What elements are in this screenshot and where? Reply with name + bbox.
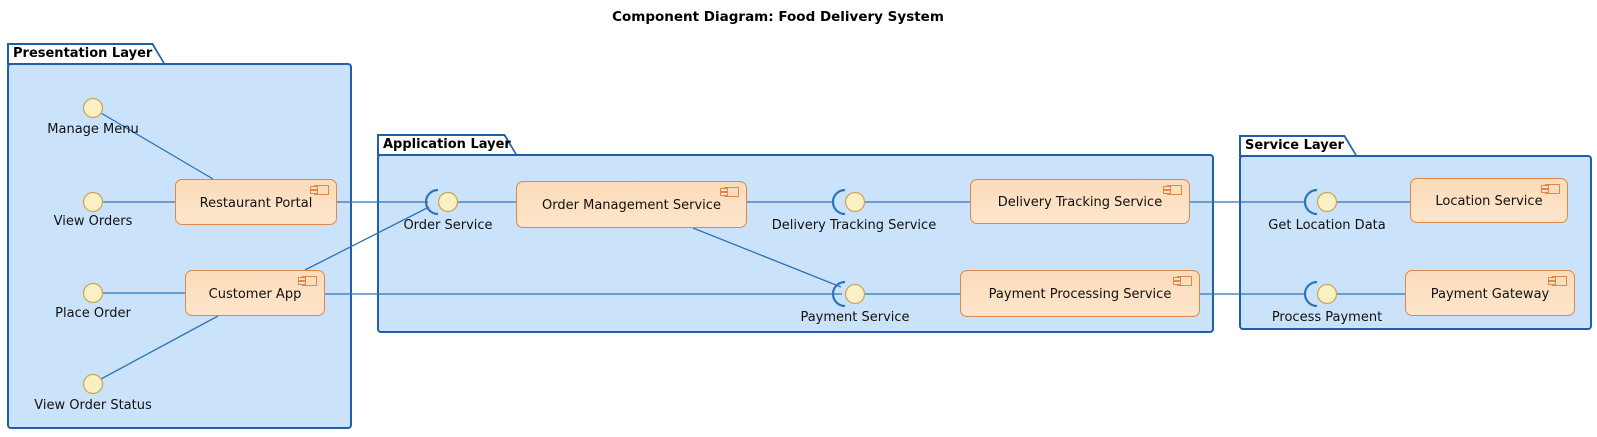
component-icon (310, 185, 329, 195)
connector-customer-app-to-order-service (304, 206, 430, 271)
component-label: Restaurant Portal (199, 195, 313, 211)
place-order-ball-icon (82, 282, 104, 304)
component-icon (1541, 184, 1560, 194)
interface-label-view-orders: View Orders (53, 214, 133, 229)
package-presentation-body (7, 63, 352, 429)
package-tab-shape (377, 134, 518, 156)
component-delivery-tracking-service: Delivery Tracking Service (970, 179, 1190, 224)
get-location-data-socket-icon (1303, 188, 1318, 216)
manage-menu-ball-icon (82, 97, 104, 119)
interface-label-manage-menu: Manage Menu (47, 122, 139, 137)
process-payment-socket-icon (1303, 280, 1318, 308)
interface-label-delivery-tracking: Delivery Tracking Service (771, 218, 937, 233)
component-restaurant-portal: Restaurant Portal (175, 179, 337, 225)
package-presentation-tab: Presentation Layer (7, 43, 166, 65)
order-service-ball-icon (437, 191, 459, 213)
package-service-label: Service Layer (1245, 138, 1344, 153)
component-icon (720, 187, 739, 197)
connector-view-order-status-to-customer-app (100, 315, 219, 380)
package-presentation-layer: Presentation Layer (7, 43, 352, 429)
diagram-title: Component Diagram: Food Delivery System (612, 9, 944, 25)
payment-service-ball-icon (844, 283, 866, 305)
interface-label-payment-service: Payment Service (800, 310, 910, 325)
connector-manage-menu-to-restaurant-portal (100, 112, 214, 180)
component-label: Payment Processing Service (988, 287, 1172, 302)
component-icon (1173, 276, 1192, 286)
component-label: Payment Gateway (1430, 286, 1550, 302)
get-location-data-ball-icon (1316, 191, 1338, 213)
component-payment-gateway: Payment Gateway (1405, 270, 1575, 316)
interface-label-order-service: Order Service (403, 218, 493, 233)
interface-label-place-order: Place Order (55, 306, 131, 321)
component-icon (298, 276, 317, 286)
package-service-tab: Service Layer (1239, 135, 1358, 157)
package-tab-shape (1239, 135, 1358, 157)
interface-label-get-location-data: Get Location Data (1268, 218, 1386, 233)
component-customer-app: Customer App (185, 270, 325, 316)
payment-service-socket-icon (831, 280, 846, 308)
component-icon (1163, 185, 1182, 195)
package-application-tab: Application Layer (377, 134, 518, 156)
view-orders-ball-icon (82, 191, 104, 213)
component-payment-processing-service: Payment Processing Service (960, 270, 1200, 317)
component-icon (1548, 276, 1567, 286)
component-label: Customer App (208, 286, 302, 302)
component-location-service: Location Service (1410, 178, 1568, 223)
component-order-management-service: Order Management Service (516, 181, 747, 228)
package-tab-shape (7, 43, 166, 65)
package-presentation-label: Presentation Layer (13, 46, 153, 61)
package-application-label: Application Layer (383, 137, 511, 152)
order-service-socket-icon (424, 188, 439, 216)
component-label: Delivery Tracking Service (997, 195, 1163, 210)
component-label: Order Management Service (542, 198, 721, 213)
delivery-tracking-socket-icon (831, 188, 846, 216)
interface-label-view-order-status: View Order Status (34, 398, 152, 413)
view-order-status-ball-icon (82, 373, 104, 395)
component-label: Location Service (1435, 194, 1543, 209)
delivery-tracking-ball-icon (844, 191, 866, 213)
process-payment-ball-icon (1316, 283, 1338, 305)
interface-label-process-payment: Process Payment (1271, 310, 1383, 325)
connector-order-management-to-payment-service (692, 227, 842, 288)
